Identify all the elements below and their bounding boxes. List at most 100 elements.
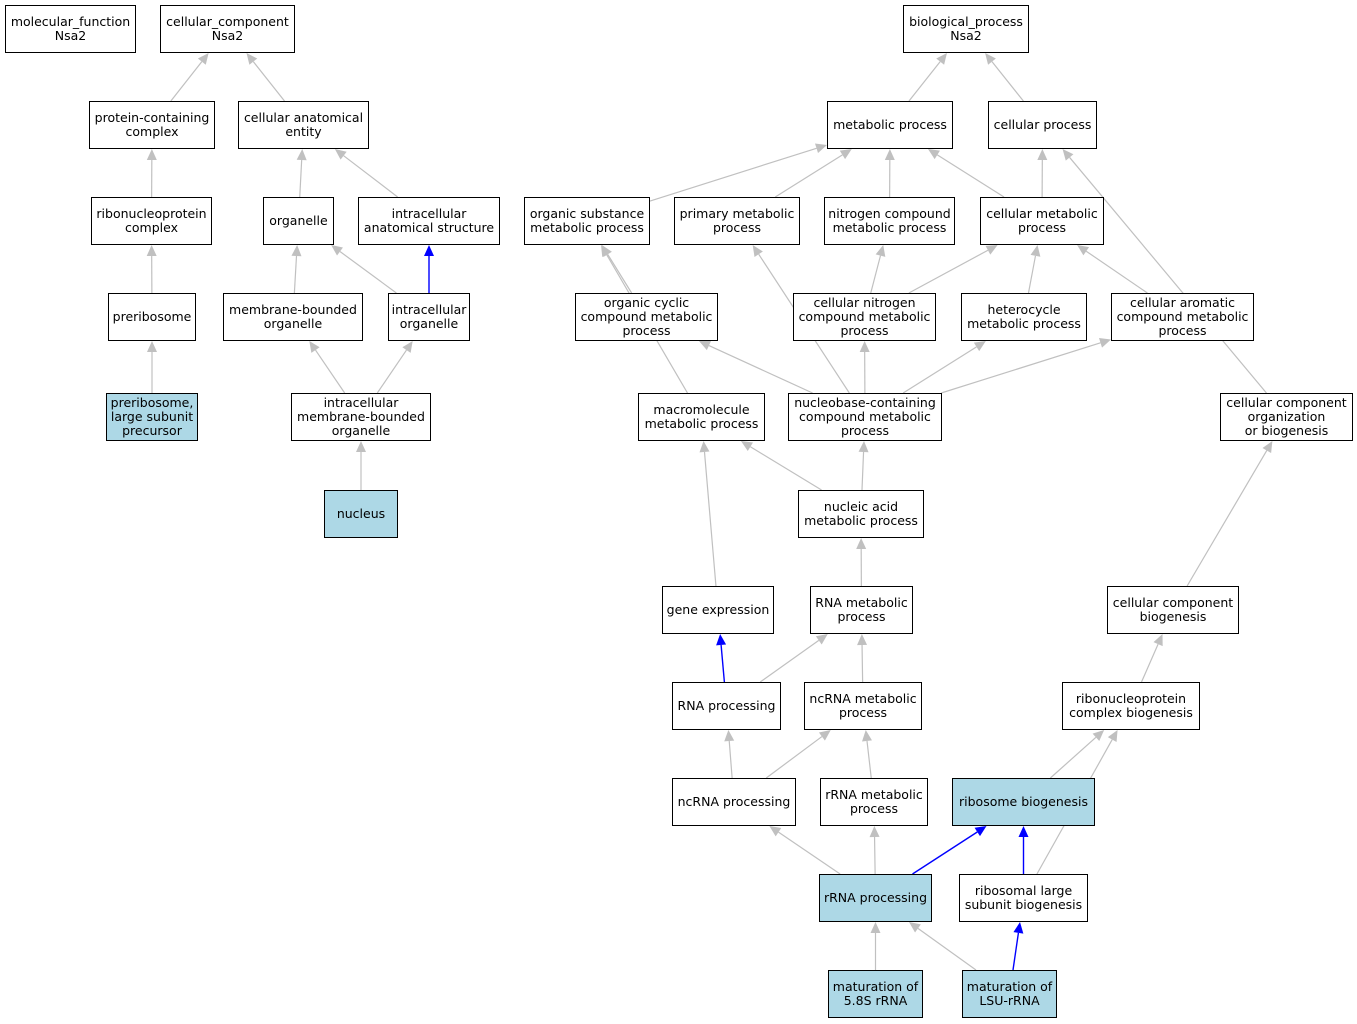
edge-line — [343, 155, 398, 198]
edge-line — [765, 736, 823, 779]
edge-arrowhead — [818, 730, 831, 741]
edge-line — [607, 254, 633, 294]
edge-nbccmp-to-cacmp — [941, 338, 1111, 394]
go-term-ncmp: nitrogen compound metabolic process — [824, 197, 955, 245]
go-term-m58s: maturation of 5.8S rRNA — [828, 970, 923, 1018]
edge-line — [720, 644, 726, 683]
edge-line — [1069, 157, 1267, 394]
edge-line — [315, 349, 346, 394]
edge-cae-to-cc — [246, 53, 285, 102]
go-term-namp: nucleic acid metabolic process — [798, 490, 924, 538]
go-term-mlsu: maturation of LSU-rRNA — [962, 970, 1057, 1018]
edge-pcc-to-cc — [170, 53, 209, 102]
edge-arrowhead — [815, 143, 827, 154]
go-term-ncrnap: ncRNA processing — [672, 778, 796, 826]
go-term-hmp: heterocycle metabolic process — [961, 293, 1087, 341]
go-term-mp: metabolic process — [827, 101, 953, 149]
edge-cncmp-to-cmp — [908, 245, 998, 294]
go-term-rnamp: RNA metabolic process — [810, 586, 913, 634]
edge-arrowhead — [146, 245, 157, 257]
edge-prb-to-rnpc — [146, 245, 157, 294]
edge-ccob-to-cp — [1062, 149, 1267, 394]
edge-arrowhead — [1153, 634, 1163, 647]
edge-arrowhead — [246, 53, 258, 65]
edge-arrowhead — [402, 341, 413, 353]
edge-arrowhead — [973, 341, 986, 352]
go-term-prb: preribosome — [108, 293, 196, 341]
edge-arrowhead — [716, 634, 727, 646]
edge-arrowhead — [1013, 922, 1024, 934]
edge-arrowhead — [1092, 730, 1105, 742]
edge-namp-to-nbccmp — [858, 441, 869, 491]
edge-ncmp-to-mp — [884, 149, 895, 198]
edge-arrowhead — [870, 922, 881, 933]
edge-arrowhead — [356, 441, 366, 452]
edge-line — [750, 446, 822, 491]
edge-ncrnap-to-ncrnamp — [765, 730, 831, 779]
edge-arrowhead — [698, 341, 712, 351]
edge-line — [873, 836, 876, 875]
edge-arrowhead — [858, 441, 869, 453]
edge-line — [917, 927, 977, 971]
edge-arrowhead — [1077, 245, 1090, 256]
go-term-rnpcb: ribonucleoprotein complex biogenesis — [1062, 682, 1200, 730]
edge-arrowhead — [859, 341, 870, 353]
edge-line — [293, 255, 298, 294]
edge-line — [759, 639, 820, 683]
edge-line — [1049, 736, 1097, 779]
edge-arrowhead — [875, 245, 886, 257]
edge-arrowhead — [936, 53, 947, 65]
edge-line — [1027, 255, 1037, 294]
edge-pmp-to-mp — [774, 149, 852, 198]
go-term-cmp: cellular metabolic process — [980, 197, 1104, 245]
edge-rnap-to-rnamp — [759, 634, 828, 683]
edge-rrnap-to-ncrnap — [769, 826, 841, 875]
edge-imbo-to-mbo — [309, 341, 346, 394]
edge-osmp-to-mp — [649, 143, 827, 202]
edge-arrowhead — [884, 149, 895, 161]
edge-arrowhead — [909, 922, 921, 933]
edge-arrowhead — [1062, 149, 1074, 161]
go-term-cc: cellular_component Nsa2 — [160, 5, 295, 53]
edge-mlsu-to-rrnap — [909, 922, 977, 971]
edge-arrowhead — [869, 826, 880, 838]
edge-line — [908, 249, 989, 294]
edge-arrowhead — [334, 149, 347, 160]
edge-line — [376, 349, 407, 394]
edge-arrowhead — [146, 149, 157, 161]
edge-io-to-org — [331, 245, 397, 294]
edge-arrowhead — [740, 441, 753, 451]
edge-arrowhead — [1037, 149, 1048, 161]
edge-arrowhead — [862, 730, 872, 742]
edge-arrowhead — [309, 341, 320, 353]
go-term-rb: ribosome biogenesis — [952, 778, 1095, 826]
edge-line — [299, 159, 303, 198]
edge-arrowhead — [1099, 338, 1111, 348]
edge-arrowhead — [752, 245, 763, 257]
edge-ias-to-cae — [334, 149, 398, 198]
edge-nbccmp-to-hmp — [902, 341, 986, 394]
edge-line — [861, 644, 864, 683]
edge-mlsu-to-rlsb — [1012, 922, 1024, 971]
edge-rrnamp-to-ncrnamp — [862, 730, 872, 779]
edge-line — [252, 61, 285, 102]
edge-imbo-to-io — [376, 341, 413, 394]
go-term-cp: cellular process — [988, 101, 1097, 149]
go-term-cae: cellular anatomical entity — [238, 101, 369, 149]
edge-arrowhead — [1262, 441, 1273, 454]
edge-ncrnamp-to-rnamp — [857, 634, 868, 683]
edge-nbccmp-to-cncmp — [859, 341, 870, 394]
go-term-mmp: macromolecule metabolic process — [638, 393, 765, 441]
edge-arrowhead — [147, 341, 157, 352]
edge-arrowhead — [856, 538, 867, 550]
edge-cncmp-to-ncmp — [870, 245, 886, 294]
go-term-prblsp: preribosome, large subunit precursor — [106, 393, 198, 441]
go-term-nuc: nucleus — [324, 490, 398, 538]
edge-line — [941, 342, 1101, 394]
edge-arrowhead — [815, 634, 828, 645]
edge-line — [866, 740, 872, 779]
edge-arrowhead — [724, 730, 735, 742]
go-term-imbo: intracellular membrane-bounded organelle — [291, 393, 431, 441]
edge-ccb-to-ccob — [1186, 441, 1273, 587]
